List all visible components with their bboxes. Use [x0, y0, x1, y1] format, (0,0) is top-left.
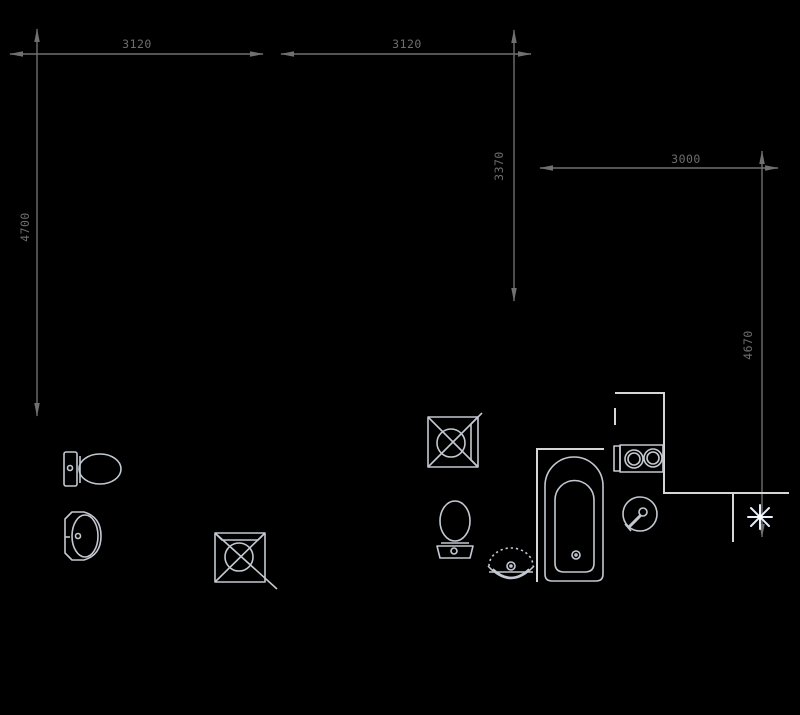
shower-diagonal-2 — [214, 532, 266, 583]
walls-layer — [536, 392, 789, 582]
shower-right-entry-icon — [427, 412, 483, 468]
bathtub-outer — [544, 456, 604, 582]
round-sink-lever-end — [624, 523, 632, 532]
shower-drain — [224, 542, 254, 572]
bathtub-icon — [544, 456, 604, 582]
sink-basin — [71, 514, 99, 558]
dim-label-top-left: 3120 — [122, 37, 152, 51]
basin-beaded-rim — [488, 547, 534, 567]
dim-label-left-height: 4700 — [18, 212, 32, 242]
dimension-labels: 3120 3120 3000 4700 3370 4670 — [18, 37, 755, 360]
basin-drain — [506, 561, 516, 571]
flush-button — [66, 464, 74, 472]
dim-label-right-height: 4670 — [741, 330, 755, 360]
light-point-star-icon — [747, 504, 773, 530]
toilet-right-icon — [63, 451, 122, 487]
shower-threshold — [470, 416, 479, 468]
shower-tray — [427, 416, 479, 468]
beaded-basin-icon — [487, 547, 535, 580]
toilet-bowl — [78, 453, 122, 485]
toilet-down-icon — [436, 500, 474, 559]
dim-label-center-height: 3370 — [492, 151, 506, 181]
dim-label-top-center: 3120 — [392, 37, 422, 51]
round-sink-rim — [622, 496, 658, 532]
flush-button — [450, 547, 458, 555]
shower-diagonal-2 — [427, 416, 479, 468]
round-sink-lever-icon — [622, 496, 658, 532]
sink-counter — [64, 511, 102, 561]
vanity-side-panel — [613, 445, 621, 472]
shower-tray — [214, 532, 266, 583]
shower-top-entry-icon — [214, 532, 278, 590]
toilet-cistern — [436, 545, 474, 559]
shower-drain — [436, 428, 466, 458]
bathtub-drain-dot — [574, 553, 578, 557]
wall-top-right — [615, 392, 789, 494]
bathtub-drain — [571, 550, 581, 560]
double-bowl-vanity-icon — [613, 444, 664, 473]
star-core — [757, 514, 763, 520]
sink-tap-hole — [74, 532, 82, 540]
basin-outer-bowl — [487, 565, 535, 580]
basin-drain-dot — [509, 564, 513, 568]
fixtures-layer — [63, 412, 664, 590]
round-sink-lever — [626, 513, 643, 530]
dimension-layer — [9, 28, 779, 538]
vanity-bowl-right-inner — [646, 451, 660, 465]
vanity-bowl-left-outer — [624, 449, 644, 469]
oval-sink-icon — [64, 511, 102, 561]
vanity-bowl-left-inner — [627, 452, 641, 466]
toilet-cistern — [63, 451, 78, 487]
toilet-bowl — [439, 500, 471, 542]
round-sink-tap — [638, 507, 648, 517]
dim-label-upper-right: 3000 — [671, 152, 701, 166]
shower-diagonal-1 — [214, 532, 278, 590]
wall-bathtub-corner — [536, 448, 604, 582]
vanity-bowl-right-outer — [643, 448, 663, 468]
bathtub-inner — [554, 479, 595, 573]
shower-diagonal-1 — [427, 412, 483, 468]
